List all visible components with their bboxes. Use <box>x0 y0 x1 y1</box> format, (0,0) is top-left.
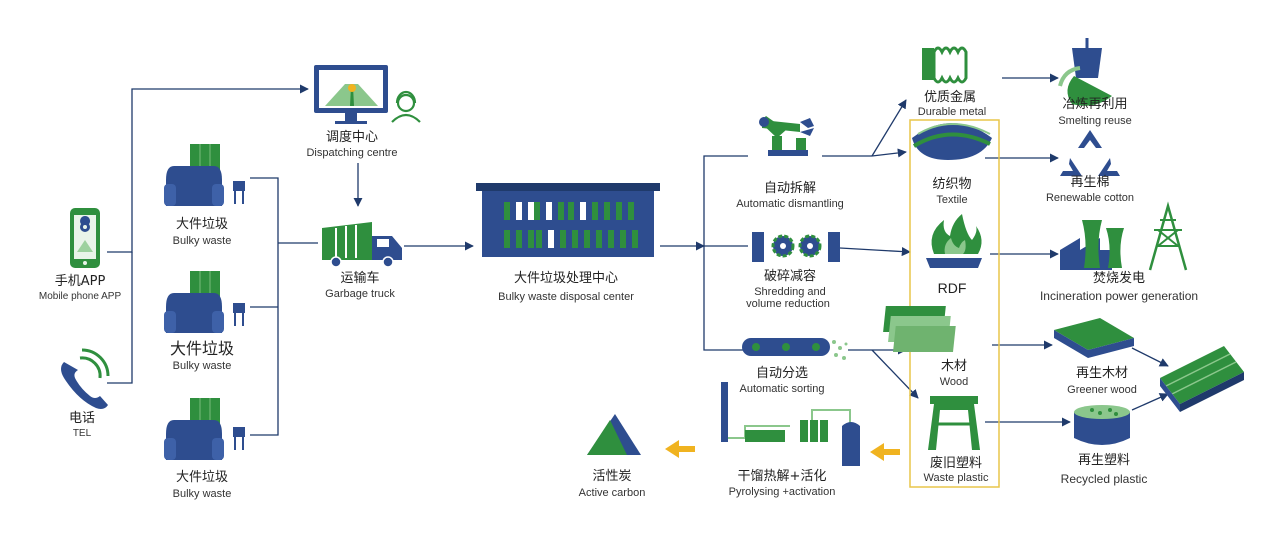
metal-coil-icon <box>922 46 968 84</box>
connectors <box>107 73 1169 436</box>
textile-label-zh: 纺织物 <box>932 177 972 192</box>
carbon-label-zh: 活性炭 <box>592 469 632 484</box>
truck-label-en: Garbage truck <box>325 288 395 300</box>
sofa-icon <box>164 144 245 206</box>
bulky-2-label-zh: 大件垃圾 <box>169 339 235 358</box>
operator-icon <box>391 90 421 123</box>
shredder-icon <box>752 232 840 262</box>
pallet-to-decking-arrow <box>1131 347 1169 367</box>
metal-label-zh: 优质金属 <box>923 90 977 105</box>
power-label-zh: 焚烧发电 <box>1092 271 1146 286</box>
recycled-plastic-label-zh: 再生塑料 <box>1077 453 1131 468</box>
robot-arm-icon <box>759 116 814 156</box>
greener-wood-label-zh: 再生木材 <box>1075 366 1129 381</box>
smelting-label-zh: 冶炼再利用 <box>1062 97 1128 112</box>
dispatch-label-en: Dispatching centre <box>306 147 398 159</box>
carbon-pile-icon <box>587 414 641 455</box>
pyrolysis-to-carbon-arrow <box>665 440 695 458</box>
conveyor-icon <box>742 338 848 360</box>
smelting-label-en: Smelting reuse <box>1058 115 1132 127</box>
tel-label-zh: 电话 <box>68 411 96 426</box>
truck-icon <box>322 222 402 268</box>
carbon-label-en: Active carbon <box>578 487 646 499</box>
sorting-label-en: Automatic sorting <box>739 383 825 395</box>
app-label-zh: 手机APP <box>54 274 106 289</box>
tel-label-en: TEL <box>72 428 92 439</box>
center-label-en: Bulky waste disposal center <box>498 291 634 303</box>
wood-board-icon <box>883 306 956 352</box>
to-metal-arrow <box>871 99 907 157</box>
bulky-2-label-en: Bulky waste <box>172 360 232 372</box>
dismantling-label-zh: 自动拆解 <box>763 181 817 196</box>
shredding-label-en-1: Shredding and <box>754 286 826 298</box>
to-rdf-arrow <box>839 246 911 257</box>
phone-icon <box>61 348 110 409</box>
to-plastic-arrow <box>871 349 919 399</box>
app-label-en: Mobile phone APP <box>38 291 122 302</box>
sofa-icon <box>164 271 245 333</box>
shredding-label-zh: 破碎减容 <box>763 269 817 284</box>
plastic-to-decking-arrow <box>1131 393 1169 411</box>
cotton-label-en: Renewable cotton <box>1045 192 1135 204</box>
ladle-icon <box>1058 38 1112 106</box>
greener-wood-label-en: Greener wood <box>1067 384 1137 396</box>
bulky-1-label-zh: 大件垃圾 <box>175 217 229 232</box>
monitor-icon <box>314 65 388 124</box>
wood-label-zh: 木材 <box>940 359 968 374</box>
plastic-label-zh: 废旧塑料 <box>929 456 983 471</box>
pyrolysis-plant-icon <box>721 382 860 466</box>
yellow-arrows <box>665 440 900 461</box>
tel-line <box>107 252 133 384</box>
stool-icon <box>928 396 980 450</box>
dispatch-label-zh: 调度中心 <box>325 130 379 145</box>
dismantling-label-en: Automatic dismantling <box>736 198 844 210</box>
plastic-pellets-icon <box>1074 405 1130 445</box>
textile-label-en: Textile <box>936 194 968 206</box>
truck-label-zh: 运输车 <box>340 271 380 286</box>
smartphone-icon <box>70 208 100 268</box>
process-bracket <box>703 155 748 351</box>
fire-icon <box>926 214 982 268</box>
wood-label-en: Wood <box>939 376 969 388</box>
bulky-3-label-en: Bulky waste <box>172 488 232 500</box>
power-label-en: Incineration power generation <box>1039 289 1199 303</box>
pyrolysis-label-zh: 干馏热解+活化 <box>737 469 827 484</box>
sorting-label-zh: 自动分选 <box>755 366 809 381</box>
to-textile-arrow <box>871 148 907 158</box>
decking-icon <box>1160 346 1244 412</box>
textile-icon <box>912 123 992 160</box>
bulky-3-label-zh: 大件垃圾 <box>175 470 229 485</box>
bulky-1-label-en: Bulky waste <box>172 235 232 247</box>
plastic-to-pyrolysis-arrow <box>870 443 900 461</box>
app-to-dispatch-arrow <box>107 84 309 253</box>
cotton-label-zh: 再生棉 <box>1070 175 1110 190</box>
pallet-icon <box>1054 318 1134 358</box>
plastic-label-en: Waste plastic <box>923 472 989 484</box>
recycle-icon <box>1060 130 1120 176</box>
recycled-plastic-label-en: Recycled plastic <box>1060 472 1148 486</box>
shredding-label-en-2: volume reduction <box>746 298 830 310</box>
materials-frame <box>909 119 1000 488</box>
pyrolysis-label-en: Pyrolysing +activation <box>728 486 836 498</box>
rdf-label: RDF <box>937 280 967 296</box>
metal-label-en: Durable metal <box>917 106 987 118</box>
power-plant-icon <box>1060 201 1188 271</box>
center-label-zh: 大件垃圾处理中心 <box>513 271 619 286</box>
factory-icon <box>476 183 660 257</box>
sofa-icon <box>164 398 245 460</box>
